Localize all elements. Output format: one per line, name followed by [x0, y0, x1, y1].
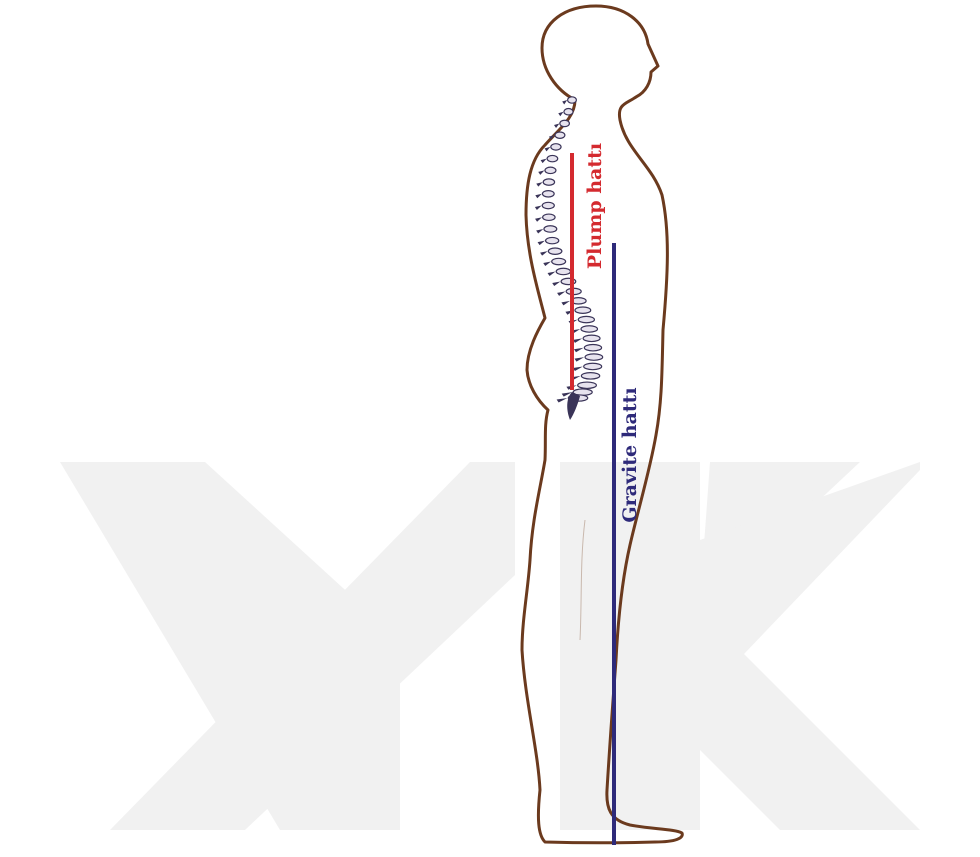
spinous-process [535, 206, 542, 211]
spinous-process [574, 357, 584, 362]
spinous-process [573, 366, 583, 371]
vertebra [551, 144, 561, 150]
watermark-logo [60, 462, 920, 830]
spinous-process [557, 398, 568, 403]
vertebra [546, 237, 559, 243]
vertebra [542, 202, 554, 208]
vertebra [552, 258, 566, 264]
spinous-process [561, 301, 570, 306]
spinous-process [557, 291, 565, 296]
vertebra [556, 268, 570, 274]
spinous-process [540, 251, 548, 256]
spinous-process [541, 159, 547, 164]
vertebra [543, 214, 555, 220]
vertebra [578, 316, 594, 322]
spinous-process [554, 123, 559, 128]
vertebra [564, 109, 573, 115]
spinous-process [538, 170, 544, 175]
vertebra [545, 167, 556, 173]
vertebra [548, 248, 562, 254]
spinous-process [536, 182, 542, 187]
spinous-process [558, 112, 563, 117]
vertebra [583, 335, 600, 341]
spinous-process [536, 229, 543, 234]
vertebra [555, 132, 565, 138]
spinous-process [552, 281, 560, 286]
vertebra [560, 120, 570, 126]
spinous-process [538, 241, 545, 246]
spinous-process [574, 348, 584, 353]
spinous-process [535, 217, 542, 222]
spinous-process [573, 338, 582, 343]
vertebra [585, 354, 603, 360]
gravity-line-label: Gravite hattı [619, 387, 641, 522]
vertebra [584, 363, 602, 369]
spinous-process [543, 262, 551, 267]
vertebra [575, 307, 591, 313]
vertebra [581, 373, 599, 379]
spinous-process [535, 194, 542, 199]
spinous-process [545, 147, 551, 152]
vertebra [568, 97, 577, 103]
sacrum [567, 392, 580, 420]
spinous-process [548, 271, 556, 276]
plumb-line-label: Plump hattı [584, 143, 606, 269]
vertebra [547, 155, 558, 161]
vertebra [544, 226, 557, 232]
vertebra [542, 191, 554, 197]
vertebra [543, 179, 554, 185]
vertebra [581, 326, 598, 332]
spinous-process [562, 100, 567, 105]
vertebra [584, 345, 601, 351]
vertebra [578, 382, 597, 388]
